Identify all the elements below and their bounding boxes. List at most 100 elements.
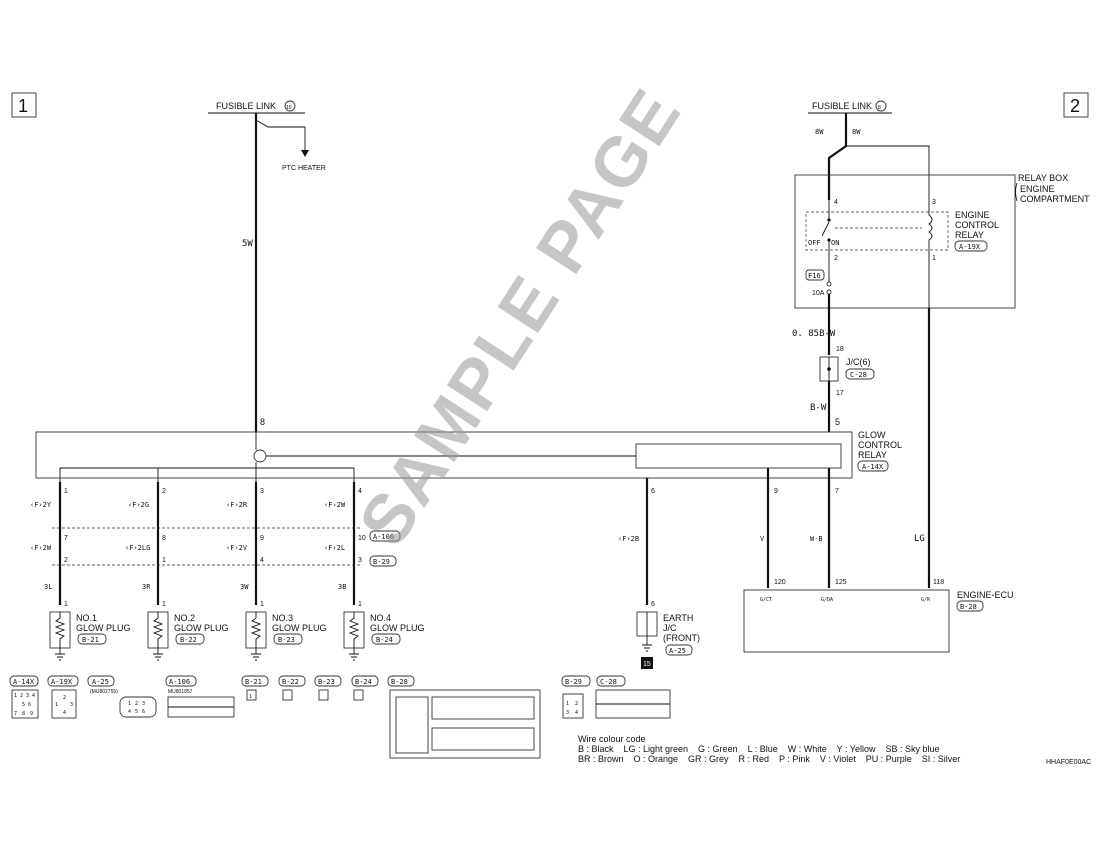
plug-1-l2: GLOW PLUG <box>76 623 131 633</box>
earth-conn: A-25 <box>669 647 686 655</box>
page-marker-1-box <box>11 92 37 118</box>
a19x-pin-4: 4 <box>63 710 66 716</box>
ecu-pin-125: 125 <box>835 579 847 586</box>
wire-row2-2w: ‹F›2W <box>30 544 52 552</box>
relay-box-title: RELAY BOX <box>1018 173 1068 183</box>
earth-ref-box <box>641 657 653 669</box>
plug-2-pin: 1 <box>162 601 166 608</box>
glow-relay-l2: CONTROL <box>858 440 902 450</box>
relay-name-2: CONTROL <box>955 220 999 230</box>
relay-box-sub1: ENGINE <box>1020 184 1055 194</box>
page-marker-2: 2 <box>1070 96 1080 116</box>
plug-3-pin: 1 <box>260 601 264 608</box>
key-b21: B-21 <box>245 678 262 686</box>
fuse-tag <box>805 269 825 281</box>
plug-3-resistor-icon <box>250 612 262 654</box>
glow-relay-pin-5: 5 <box>835 417 840 427</box>
glow-plug-4: 1 NO.4 GLOW PLUG B-24 <box>343 601 425 661</box>
wire-colour-row2: BR : Brown O : Orange GR : Grey R : Red … <box>578 754 960 764</box>
a25-pin-4: 4 <box>128 709 131 715</box>
fuse-amp: 10A <box>812 290 825 297</box>
key-b23: B-23 <box>318 678 335 686</box>
wire-row1-wb: W-B <box>810 535 823 543</box>
relay-pin-4: 4 <box>834 199 838 206</box>
ecu-term-gr: G/R <box>921 597 931 603</box>
a19x-pin-3: 3 <box>70 702 73 708</box>
wire-lg-label: LG <box>914 534 925 544</box>
key-b24-tag <box>351 675 379 687</box>
fusible-link-right-label: FUSIBLE LINK <box>812 101 872 111</box>
fuse-icon-lower <box>826 289 832 295</box>
pin-row1-1: 1 <box>64 488 68 495</box>
engine-ecu-box <box>743 589 950 653</box>
plug-1-conn: B-21 <box>82 636 99 644</box>
wire-colour-row1: B : Black LG : Light green G : Green L :… <box>578 744 940 754</box>
relay-conn-tag <box>954 240 988 252</box>
key-a25-part: (MU802755) <box>90 689 118 695</box>
glow-relay-l3: RELAY <box>858 450 887 460</box>
relay-switch-pivot <box>827 218 831 222</box>
b29-pin-3: 3 <box>358 557 362 564</box>
earth-ref: 15 <box>643 661 651 668</box>
glow-relay-inner-box <box>635 443 842 469</box>
earth-l3: (FRONT) <box>663 633 700 643</box>
key-b24-face <box>353 689 364 701</box>
key-b28-pin-block-bottom <box>431 727 535 751</box>
key-b28-tag <box>387 675 415 687</box>
wire-8w-main <box>827 113 848 200</box>
jc6-conn-tag <box>845 368 875 380</box>
relay-box-outline <box>794 174 1016 309</box>
wire-colour-title: Wire colour code <box>578 734 646 744</box>
fusible-link-left-label: FUSIBLE LINK <box>216 101 276 111</box>
plug-2-conn: B-22 <box>180 636 197 644</box>
wire-row1-v: V <box>760 535 765 543</box>
plug-3-conn: B-23 <box>278 636 295 644</box>
plug-4-conn-tag <box>371 633 401 645</box>
relay-conn: A-19X <box>959 243 981 251</box>
fusible-link-right-num-circle <box>875 100 887 112</box>
relay-switch-arm <box>821 221 830 237</box>
key-b23-tag <box>314 675 342 687</box>
b29-pin-4: 4 <box>260 557 264 564</box>
relay-box-bracket <box>1015 182 1018 202</box>
a106-pin-7: 7 <box>64 535 68 542</box>
wire-row3-3l: 3L <box>44 583 52 591</box>
earth-ground-icon <box>642 644 652 652</box>
a19x-pin-2: 2 <box>63 695 66 701</box>
jc6-pin-17: 17 <box>836 390 844 397</box>
key-c28: C-28 <box>600 678 617 686</box>
plug-2-ground-icon <box>153 653 163 661</box>
wire-row2-2v: ‹F›2V <box>226 544 248 552</box>
fusible-link-left-num-circle <box>284 100 296 112</box>
key-b28-pin-block-top <box>431 696 535 720</box>
key-a19x: A-19X <box>51 678 73 686</box>
wire-row2-2lg: ‹F›2LG <box>125 544 150 552</box>
ptc-heater-label: PTC HEATER <box>282 165 326 172</box>
connector-key-row: A-14X 1 2 3 4 5 6 7 8 9 A-19X 2 1 3 4 A-… <box>9 675 671 759</box>
key-a25: A-25 <box>92 678 109 686</box>
plug-1-l1: NO.1 <box>76 613 97 623</box>
a25-pin-2: 2 <box>135 701 138 707</box>
b29-key-pin-4: 4 <box>575 710 578 716</box>
wire-bw-label: B-W <box>810 403 827 413</box>
plug-4-l1: NO.4 <box>370 613 391 623</box>
a14x-pin-8: 8 <box>22 711 25 717</box>
earth-l2: J/C <box>663 623 677 633</box>
key-c28-tag <box>596 675 626 687</box>
b29-key-pin-3: 3 <box>566 710 569 716</box>
plug-3-conn-tag <box>273 633 303 645</box>
key-a25-face <box>119 696 157 718</box>
glow-relay-conn: A-14X <box>862 463 884 471</box>
wire-row1-2r: ‹F›2R <box>226 501 248 509</box>
a25-pin-5: 5 <box>135 709 138 715</box>
glow-plug-2: 1 NO.2 GLOW PLUG B-22 <box>147 601 229 661</box>
glow-plug-3: 1 NO.3 GLOW PLUG B-23 <box>245 601 327 661</box>
fuse-id: F16 <box>808 272 821 280</box>
key-b28-left-block <box>395 696 429 754</box>
wire-8w-a-label: 8W <box>815 128 824 136</box>
wire-row3-3b: 3B <box>338 583 346 591</box>
a19x-pin-1: 1 <box>55 702 58 708</box>
wire-row1-2g: ‹F›2G <box>128 501 149 509</box>
wire-8w-b-label: 8W <box>852 128 861 136</box>
wire-row2-2l: ‹F›2L <box>324 544 345 552</box>
